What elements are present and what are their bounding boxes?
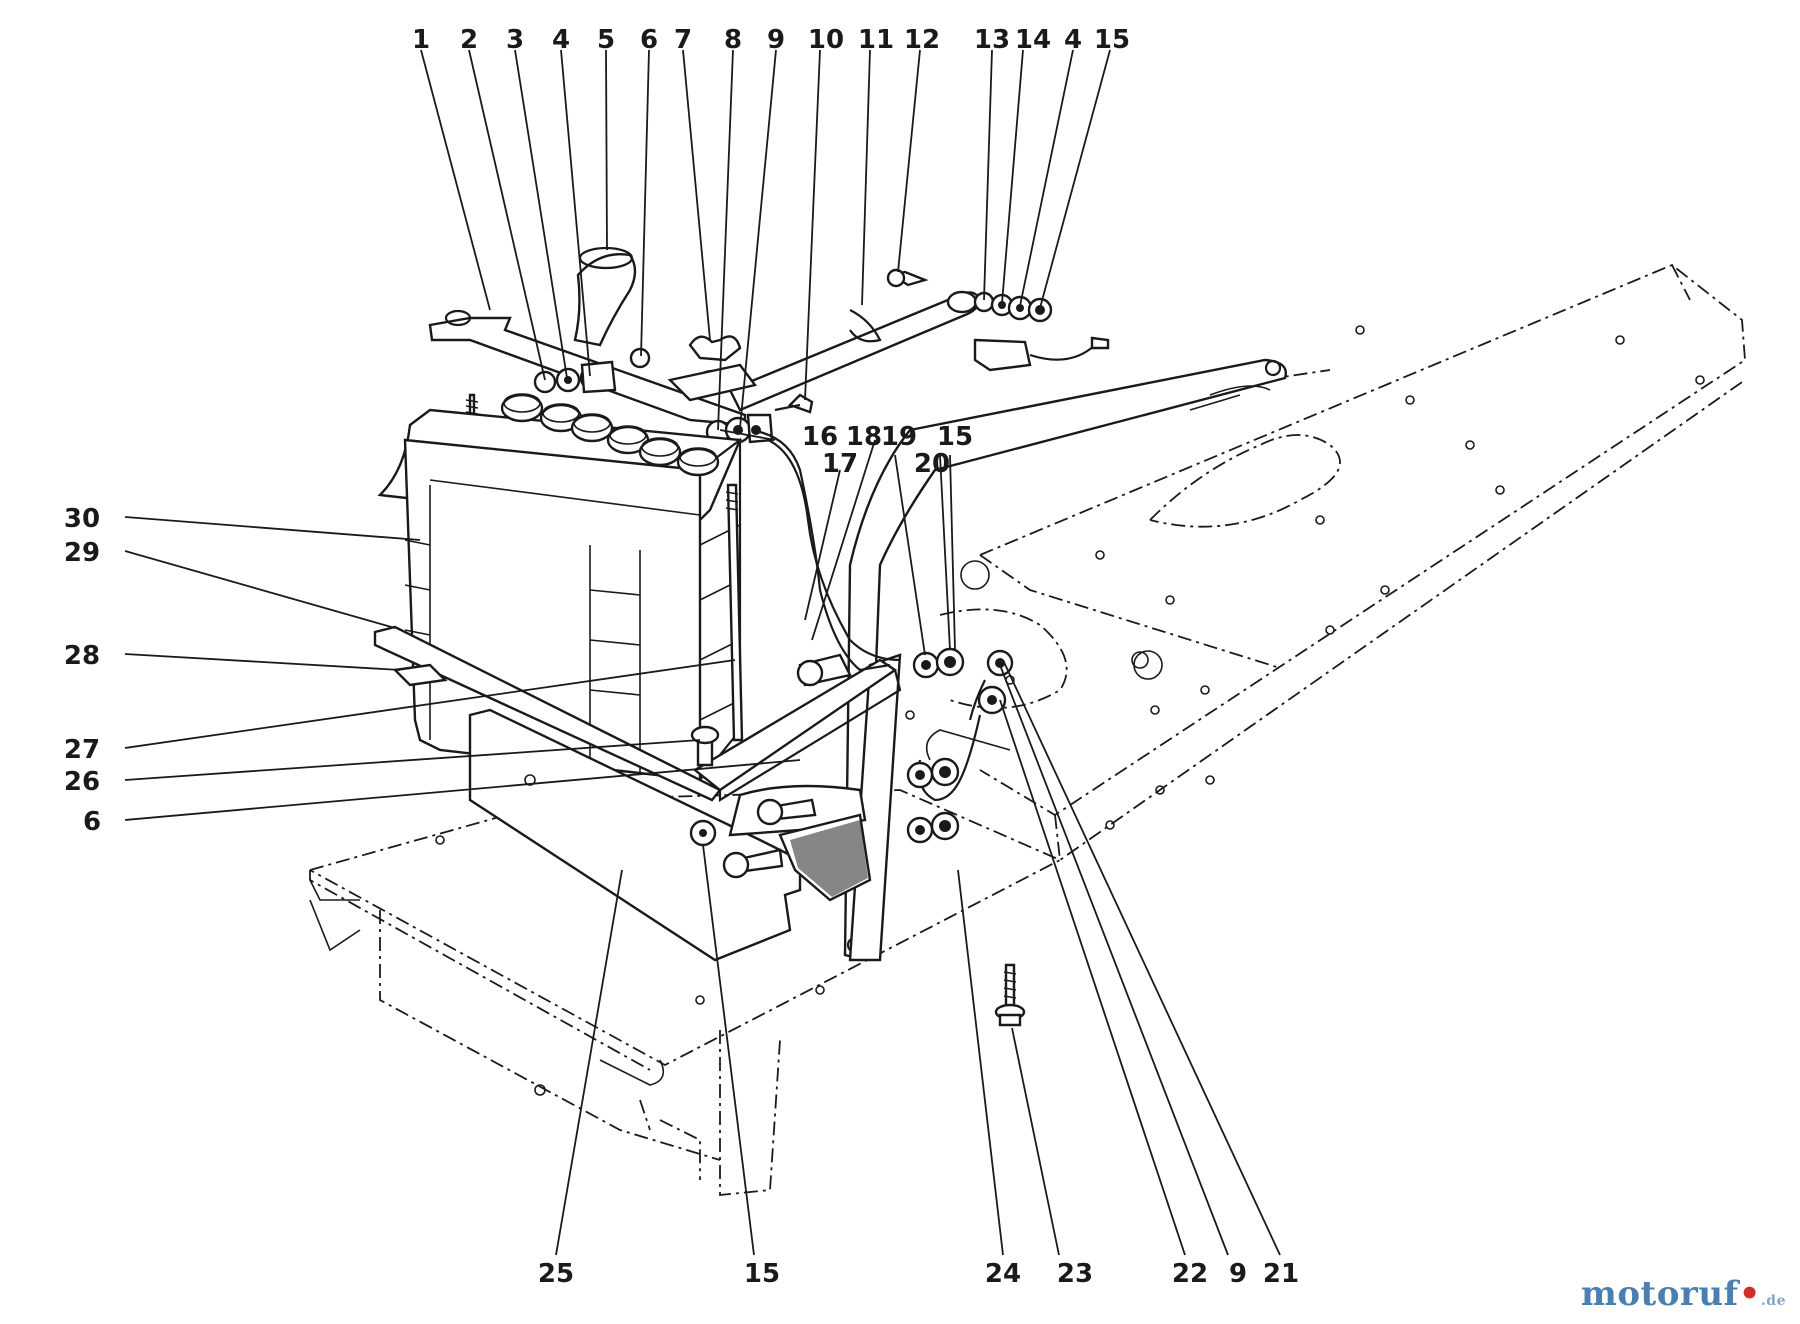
callout-24: 24 bbox=[985, 1259, 1021, 1289]
callout-14: 14 bbox=[1015, 25, 1051, 55]
callout-15c: 15 bbox=[744, 1259, 780, 1289]
callout-3: 3 bbox=[506, 25, 524, 55]
callout-17: 17 bbox=[822, 449, 858, 479]
terminal-hardware bbox=[906, 647, 1014, 844]
access-opening bbox=[925, 608, 1068, 761]
hold-down-tube bbox=[728, 290, 982, 412]
callout-15a: 15 bbox=[1094, 25, 1130, 55]
callout-25: 25 bbox=[538, 1259, 574, 1289]
battery-tray bbox=[373, 625, 902, 802]
tie-rod bbox=[725, 483, 744, 742]
callout-9: 9 bbox=[767, 25, 785, 55]
callout-2: 2 bbox=[460, 25, 478, 55]
watermark-dot: • bbox=[1738, 1274, 1761, 1314]
callout-labels: 1 2 3 4 5 6 7 8 9 10 11 12 13 14 4 15 16… bbox=[64, 25, 1299, 1289]
center-hardware bbox=[705, 393, 814, 445]
wing-nut bbox=[688, 335, 742, 362]
mounting-holes bbox=[435, 325, 1705, 1096]
upper-right-hardware bbox=[886, 268, 1110, 372]
watermark-suffix: .de bbox=[1760, 1293, 1786, 1309]
callout-6b: 6 bbox=[83, 807, 101, 837]
callout-4b: 4 bbox=[1064, 25, 1082, 55]
callout-6: 6 bbox=[640, 25, 658, 55]
callout-4: 4 bbox=[552, 25, 570, 55]
watermark-logo: motoruf•.de bbox=[1581, 1274, 1786, 1314]
frame-plate bbox=[979, 263, 1746, 862]
callout-18: 18 bbox=[846, 422, 882, 452]
callout-10: 10 bbox=[808, 25, 844, 55]
callout-13: 13 bbox=[974, 25, 1010, 55]
callout-29: 29 bbox=[64, 538, 100, 568]
callout-19: 19 bbox=[881, 422, 917, 452]
callout-11: 11 bbox=[858, 25, 894, 55]
callout-23: 23 bbox=[1057, 1259, 1093, 1289]
callout-26: 26 bbox=[64, 767, 100, 797]
callout-22: 22 bbox=[1172, 1259, 1208, 1289]
callout-20: 20 bbox=[914, 449, 950, 479]
callout-28: 28 bbox=[64, 641, 100, 671]
long-bolt bbox=[994, 963, 1026, 1027]
tray-bolts bbox=[689, 653, 852, 879]
vent-elbow bbox=[573, 246, 637, 347]
battery bbox=[377, 408, 742, 782]
battery-caps bbox=[500, 393, 720, 477]
callout-21: 21 bbox=[1263, 1259, 1299, 1289]
callout-15b: 15 bbox=[937, 422, 973, 452]
callout-12: 12 bbox=[904, 25, 940, 55]
callout-1: 1 bbox=[412, 25, 430, 55]
callout-16: 16 bbox=[802, 422, 838, 452]
callout-9b: 9 bbox=[1229, 1259, 1247, 1289]
callout-8: 8 bbox=[724, 25, 742, 55]
leader-lines bbox=[124, 49, 1281, 1256]
callout-27: 27 bbox=[64, 735, 100, 765]
callout-5: 5 bbox=[597, 25, 615, 55]
callout-30: 30 bbox=[64, 504, 100, 534]
watermark-text: motoruf bbox=[1580, 1274, 1739, 1314]
callout-7: 7 bbox=[674, 25, 692, 55]
